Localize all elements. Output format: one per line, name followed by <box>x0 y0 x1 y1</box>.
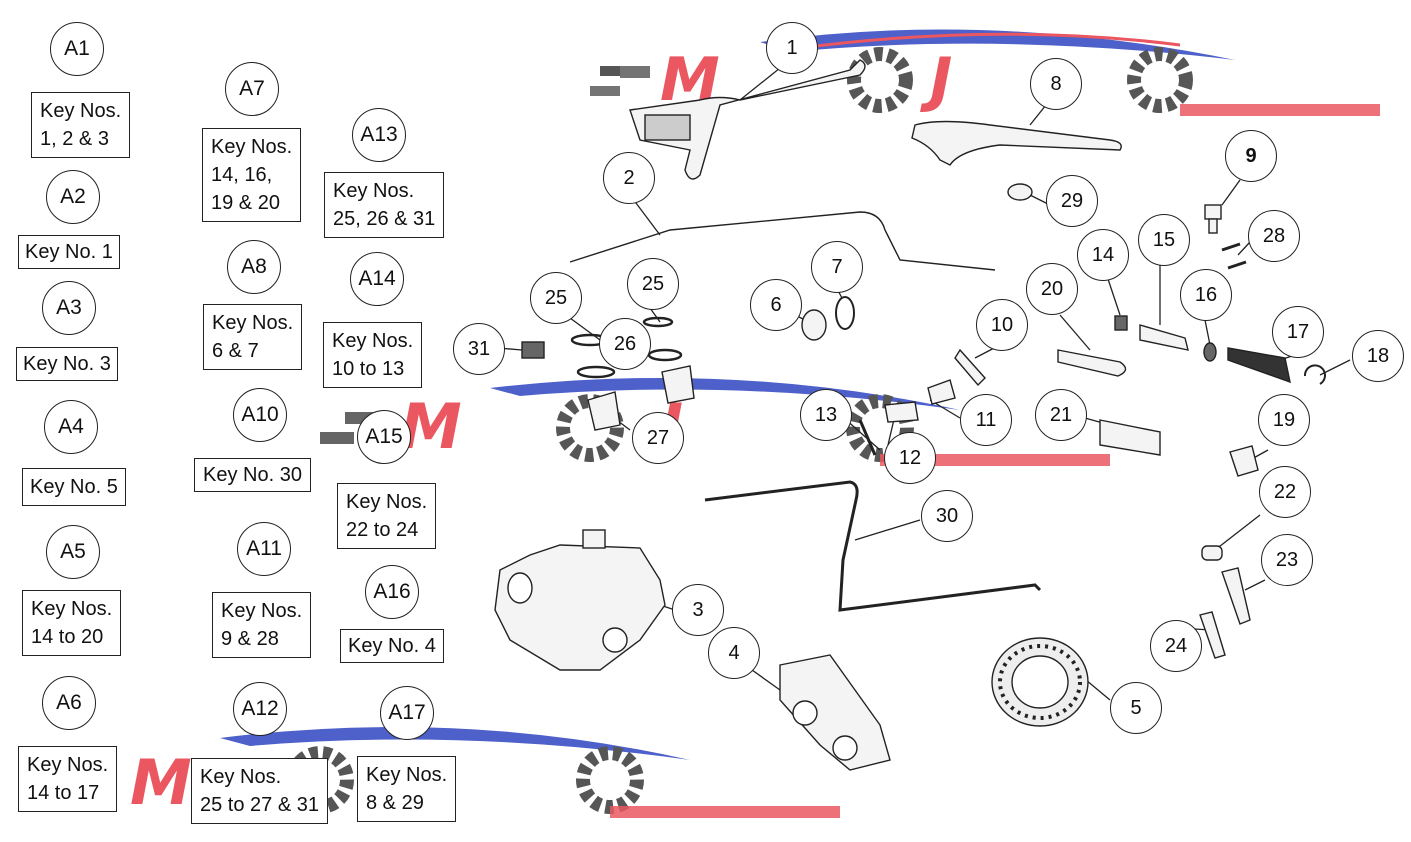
assembly-keys: Key No. 30 <box>194 458 311 492</box>
part-callout: 9 <box>1225 130 1277 182</box>
assembly-code: A5 <box>46 525 100 579</box>
part-callout: 21 <box>1035 389 1087 441</box>
assembly-keys: Key Nos. 25 to 27 & 31 <box>191 758 328 824</box>
part-callout: 23 <box>1261 534 1313 586</box>
assembly-keys: Key Nos. 14 to 17 <box>18 746 118 812</box>
part-callout: 22 <box>1259 466 1311 518</box>
part-callout: 27 <box>632 412 684 464</box>
part-callout: 5 <box>1110 682 1162 734</box>
part-callout: 4 <box>708 627 760 679</box>
part-callout: 1 <box>766 22 818 74</box>
assembly-keys: Key No. 4 <box>340 629 444 663</box>
assembly-code: A16 <box>365 565 419 619</box>
part-callout: 6 <box>750 279 802 331</box>
assembly-keys: Key Nos. 22 to 24 <box>337 483 437 549</box>
svg-text:J: J <box>920 45 952 115</box>
assembly-keys: Key No. 3 <box>16 347 118 381</box>
assembly-code: A2 <box>46 170 100 224</box>
part-callout: 3 <box>672 584 724 636</box>
assembly-code: A1 <box>50 22 104 76</box>
part-callout: 31 <box>453 323 505 375</box>
assembly-code: A15 <box>357 410 411 464</box>
assembly-keys: Key Nos. 14, 16, 19 & 20 <box>202 128 302 222</box>
part-callout: 8 <box>1030 58 1082 110</box>
part-callout: 30 <box>921 490 973 542</box>
assembly-code: A7 <box>225 62 279 116</box>
part-callout: 18 <box>1352 330 1404 382</box>
part-callout: 7 <box>811 241 863 293</box>
part-drawings <box>494 59 1326 771</box>
assembly-code: A10 <box>233 388 287 442</box>
assembly-code: A12 <box>233 682 287 736</box>
assembly-code: A17 <box>380 686 434 740</box>
part-callout: 29 <box>1046 175 1098 227</box>
assembly-keys: Key Nos. 8 & 29 <box>357 756 457 822</box>
part-callout: 25 <box>627 258 679 310</box>
assembly-code: A14 <box>350 252 404 306</box>
part-callout: 24 <box>1150 620 1202 672</box>
part-callout: 20 <box>1026 263 1078 315</box>
assembly-code: A13 <box>352 108 406 162</box>
assembly-code: A3 <box>42 281 96 335</box>
assembly-code: A6 <box>42 676 96 730</box>
assembly-keys: Key Nos. 9 & 28 <box>212 592 312 658</box>
part-callout: 10 <box>976 299 1028 351</box>
part-callout: 15 <box>1138 214 1190 266</box>
assembly-keys: Key Nos. 25, 26 & 31 <box>324 172 445 238</box>
assembly-code: A4 <box>44 400 98 454</box>
part-callout: 2 <box>603 152 655 204</box>
svg-text:M: M <box>130 746 192 819</box>
assembly-keys: Key Nos. 14 to 20 <box>22 590 122 656</box>
part-callout: 13 <box>800 389 852 441</box>
assembly-code: A8 <box>227 240 281 294</box>
assembly-keys: Key Nos. 10 to 13 <box>323 322 423 388</box>
part-callout: 26 <box>599 318 651 370</box>
part-callout: 14 <box>1077 229 1129 281</box>
svg-text:M: M <box>400 390 462 463</box>
part-callout: 11 <box>960 394 1012 446</box>
part-callout: 12 <box>884 432 936 484</box>
assembly-keys: Key No. 5 <box>22 468 126 506</box>
part-callout: 19 <box>1258 394 1310 446</box>
assembly-keys: Key Nos. 6 & 7 <box>203 304 303 370</box>
assembly-keys: Key Nos. 1, 2 & 3 <box>31 92 131 158</box>
part-callout: 25 <box>530 272 582 324</box>
assembly-code: A11 <box>237 522 291 576</box>
part-callout: 16 <box>1180 269 1232 321</box>
part-callout: 28 <box>1248 210 1300 262</box>
assembly-keys: Key No. 1 <box>18 235 120 269</box>
part-callout: 17 <box>1272 306 1324 358</box>
